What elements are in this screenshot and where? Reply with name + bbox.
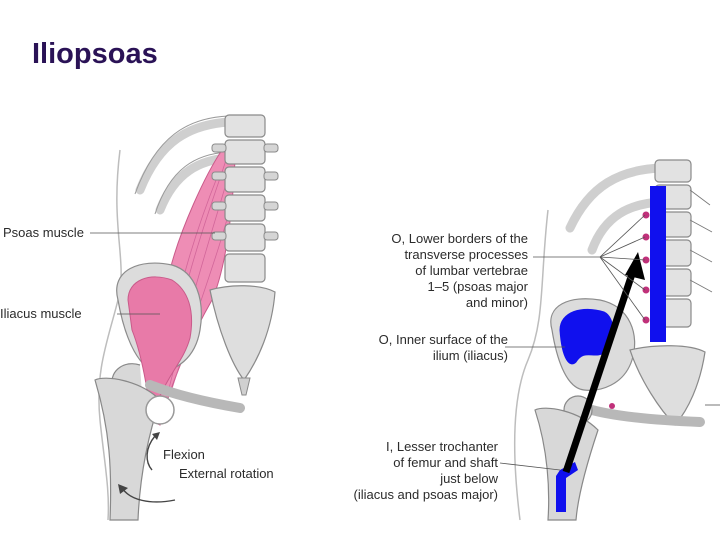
- insertion-line-3: just below: [353, 471, 498, 487]
- origin-ilium-line-2: ilium (iliacus): [379, 348, 508, 364]
- insertion-label: I, Lesser trochanter of femur and shaft …: [353, 439, 498, 503]
- spine-lines-right: [690, 190, 712, 292]
- psoas-origin-highlight: [650, 186, 666, 342]
- origin-lumbar-label: O, Lower borders of the transverse proce…: [391, 231, 528, 311]
- origin-ilium-label: O, Inner surface of the ilium (iliacus): [379, 332, 508, 364]
- insertion-line-1: I, Lesser trochanter: [353, 439, 498, 455]
- insertion-line-4: (iliacus and psoas major): [353, 487, 498, 503]
- origin-lumbar-line-3: of lumbar vertebrae: [391, 263, 528, 279]
- origin-lumbar-line-2: transverse processes: [391, 247, 528, 263]
- origin-lumbar-line-4: 1–5 (psoas major: [391, 279, 528, 295]
- origin-lumbar-line-1: O, Lower borders of the: [391, 231, 528, 247]
- origin-ilium-line-1: O, Inner surface of the: [379, 332, 508, 348]
- origin-lumbar-line-5: and minor): [391, 295, 528, 311]
- insertion-line-2: of femur and shaft: [353, 455, 498, 471]
